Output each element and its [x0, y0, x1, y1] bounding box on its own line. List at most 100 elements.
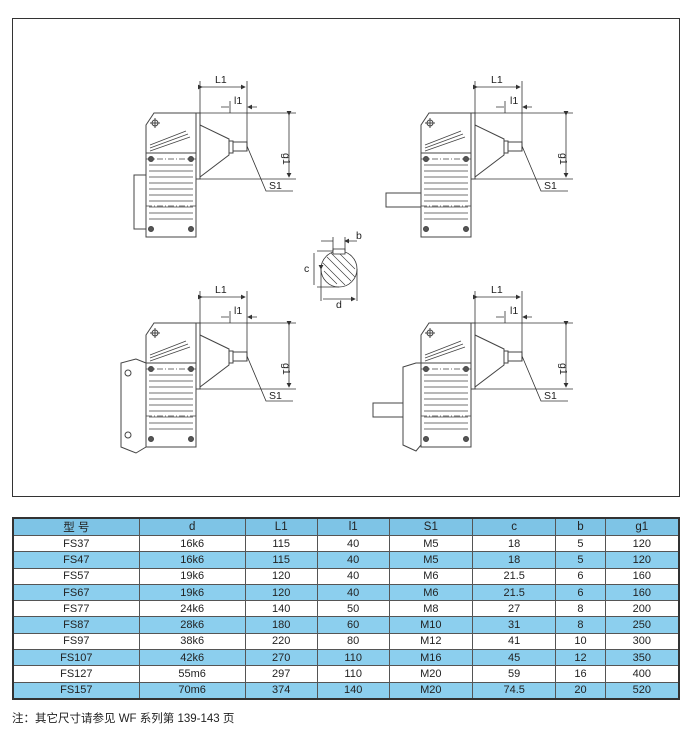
column-header: 型 号	[12, 517, 140, 536]
table-cell: M10	[388, 616, 473, 634]
dim-label-S1: S1	[544, 180, 557, 192]
table-cell: 41	[471, 632, 557, 651]
table-cell: 160	[604, 583, 680, 602]
table-cell: 160	[604, 567, 680, 585]
dim-label-S1: S1	[269, 180, 282, 192]
table-cell: M5	[388, 534, 473, 553]
table-cell: M12	[388, 632, 473, 651]
table-cell: 8	[555, 600, 606, 618]
dim-label-g1: g1	[280, 153, 292, 165]
table-cell: 18	[471, 534, 557, 553]
table-cell: M20	[388, 681, 473, 700]
table-cell: 50	[316, 600, 390, 618]
table-cell: 8	[555, 616, 606, 634]
table-cell: 300	[604, 632, 680, 651]
table-cell: 200	[604, 600, 680, 618]
table-cell: 120	[604, 534, 680, 553]
table-cell: 45	[471, 649, 557, 667]
gearbox-drawing-flange-mounted	[120, 322, 248, 454]
table-cell: 31	[471, 616, 557, 634]
column-header: L1	[244, 517, 318, 536]
table-cell: 120	[604, 551, 680, 569]
column-header: d	[138, 517, 246, 536]
footnote: 注：其它尺寸请参见 WF 系列第 139-143 页	[12, 713, 235, 725]
table-cell: M6	[388, 567, 473, 585]
table-cell: 19k6	[138, 567, 246, 585]
column-header: b	[555, 517, 606, 536]
table-cell: 6	[555, 583, 606, 602]
table-cell: 120	[244, 567, 318, 585]
table-cell: 74.5	[471, 681, 557, 700]
table-cell: 21.5	[471, 567, 557, 585]
table-cell: 40	[316, 583, 390, 602]
table-cell: 42k6	[138, 649, 246, 667]
table-cell: M8	[388, 600, 473, 618]
table-cell: 40	[316, 567, 390, 585]
table-cell: 140	[316, 681, 390, 700]
table-cell: 70m6	[138, 681, 246, 700]
table-cell: FS67	[12, 583, 140, 602]
table-cell: 24k6	[138, 600, 246, 618]
column-header: l1	[316, 517, 390, 536]
table-cell: FS37	[12, 534, 140, 553]
table-cell: 115	[244, 534, 318, 553]
dim-label-L1: L1	[491, 284, 503, 296]
dim-label-L1: L1	[215, 74, 227, 86]
table-cell: 20	[555, 681, 606, 700]
table-cell: FS97	[12, 632, 140, 651]
table-cell: 80	[316, 632, 390, 651]
table-cell: 297	[244, 665, 318, 683]
table-cell: 16k6	[138, 534, 246, 553]
dim-label-l1: l1	[234, 305, 242, 317]
dim-label-c: c	[304, 263, 309, 275]
dim-label-l1: l1	[510, 305, 518, 317]
dim-label-l1: l1	[510, 95, 518, 107]
table-cell: 16	[555, 665, 606, 683]
table-cell: 27	[471, 600, 557, 618]
dim-label-g1: g1	[557, 153, 569, 165]
table-cell: 40	[316, 551, 390, 569]
table-cell: 5	[555, 534, 606, 553]
table-cell: 270	[244, 649, 318, 667]
dimension-drawings: L1 l1 g1 S1 L1 l1 g1 S1 L1 l1 g1 S1 L1 l…	[120, 74, 573, 454]
table-cell: 5	[555, 551, 606, 569]
table-cell: 120	[244, 583, 318, 602]
column-header: S1	[388, 517, 473, 536]
dim-label-L1: L1	[491, 74, 503, 86]
table-cell: FS47	[12, 551, 140, 569]
gearbox-drawing-foot-mounted-solid-shaft	[385, 112, 523, 238]
table-cell: 180	[244, 616, 318, 634]
dim-label-b: b	[356, 230, 362, 242]
dim-label-L1: L1	[215, 284, 227, 296]
table-cell: 350	[604, 649, 680, 667]
table-cell: M20	[388, 665, 473, 683]
table-cell: 38k6	[138, 632, 246, 651]
table-cell: 40	[316, 534, 390, 553]
table-cell: 110	[316, 665, 390, 683]
dim-label-l1: l1	[234, 95, 242, 107]
dimensions-top-right	[473, 81, 573, 192]
table-cell: FS57	[12, 567, 140, 585]
dimensions-top-left	[198, 81, 296, 192]
table-cell: 250	[604, 616, 680, 634]
dimension-drawing-panel: L1 l1 g1 S1 L1 l1 g1 S1 L1 l1 g1 S1 L1 l…	[12, 18, 680, 497]
column-header: g1	[604, 517, 680, 536]
table-cell: 28k6	[138, 616, 246, 634]
table-cell: M16	[388, 649, 473, 667]
gearbox-drawing-foot-mounted	[133, 112, 248, 238]
shaft-cross-section	[313, 237, 357, 301]
table-cell: 220	[244, 632, 318, 651]
table-cell: 6	[555, 567, 606, 585]
table-cell: 140	[244, 600, 318, 618]
dim-label-S1: S1	[544, 390, 557, 402]
table-cell: FS127	[12, 665, 140, 683]
